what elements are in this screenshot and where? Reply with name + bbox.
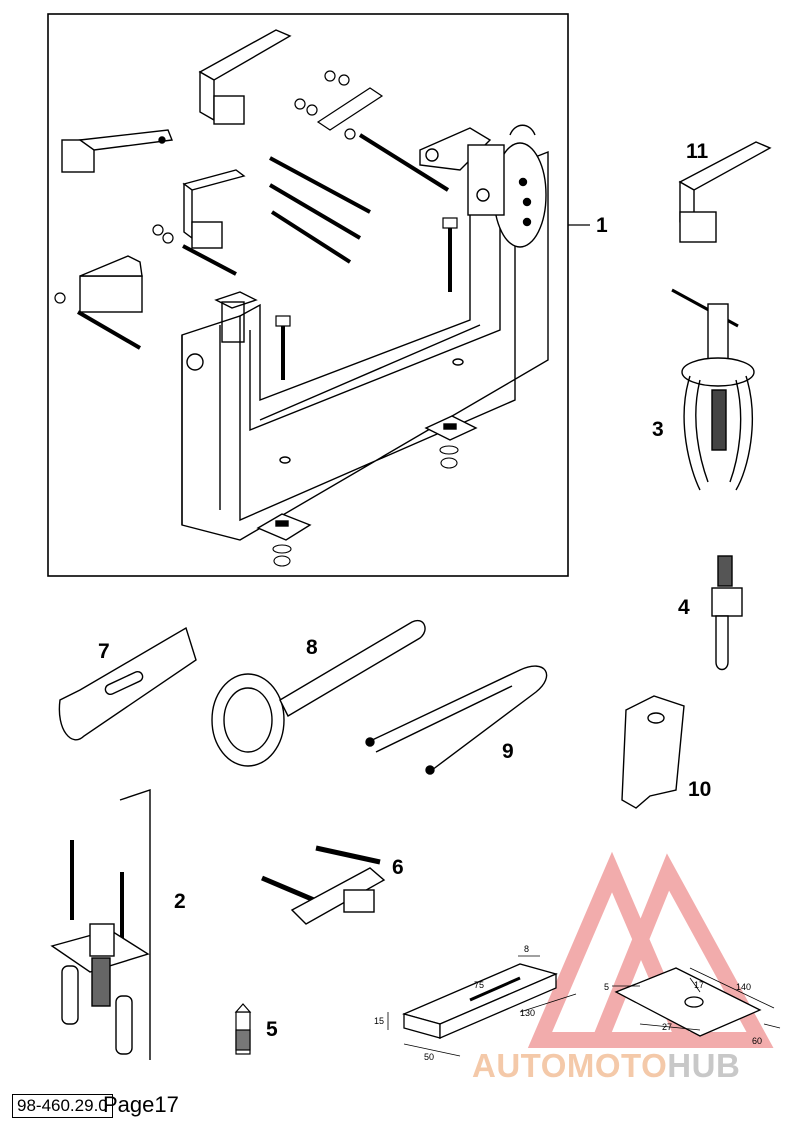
- stand-frame-box: [47, 13, 590, 577]
- slide-hammer-adapter: [711, 555, 743, 671]
- page-number: Page17: [103, 1092, 179, 1117]
- dim-50: 50: [424, 1052, 434, 1062]
- watermark-part-a: AUTOMOTO: [472, 1047, 668, 1084]
- brackets: [61, 29, 772, 313]
- watermark-part-b: HUB: [667, 1047, 741, 1084]
- callout-10: 10: [688, 778, 712, 801]
- puller-bar: [261, 845, 386, 925]
- part-number: 98-460.29.0: [12, 1094, 113, 1118]
- press-tool: [50, 789, 151, 1060]
- watermark-text: AUTOMOTOHUB: [472, 1047, 740, 1085]
- callout-6: 6: [392, 856, 404, 879]
- callout-3: 3: [652, 418, 664, 441]
- callout-2: 2: [174, 890, 186, 913]
- dim-17: 17: [694, 980, 704, 990]
- dim-60: 60: [752, 1036, 762, 1046]
- plate-dimension-lines: [612, 967, 781, 1031]
- dim-27: 27: [662, 1022, 672, 1032]
- pin-wrench: [365, 665, 548, 775]
- callout-7: 7: [98, 640, 110, 663]
- gauge-template: [621, 695, 685, 809]
- callout-1: 1: [596, 214, 608, 237]
- hook-wrench: [58, 626, 197, 741]
- dim-15: 15: [374, 1016, 384, 1026]
- watermark-logo: [527, 851, 774, 1048]
- dim-130: 130: [520, 1008, 535, 1018]
- callout-4: 4: [678, 596, 690, 619]
- small-pin: [234, 1003, 252, 1055]
- callout-8: 8: [306, 636, 318, 659]
- flat-plate: [614, 967, 762, 1037]
- block-dimension-lines: [387, 955, 577, 1057]
- pad-nuts: [272, 445, 459, 567]
- dim-5: 5: [604, 982, 609, 992]
- dim-8: 8: [524, 944, 529, 954]
- ring-spanner: [211, 619, 426, 767]
- engine-stand-frame: [181, 124, 549, 541]
- dim-140: 140: [736, 982, 751, 992]
- callout-9: 9: [502, 740, 514, 763]
- wood-block: [402, 963, 558, 1039]
- dim-75: 75: [474, 980, 484, 990]
- gear-puller: [671, 288, 755, 491]
- callout-11: 11: [686, 140, 709, 163]
- frame-bolts: [54, 70, 458, 380]
- callout-5: 5: [266, 1018, 278, 1041]
